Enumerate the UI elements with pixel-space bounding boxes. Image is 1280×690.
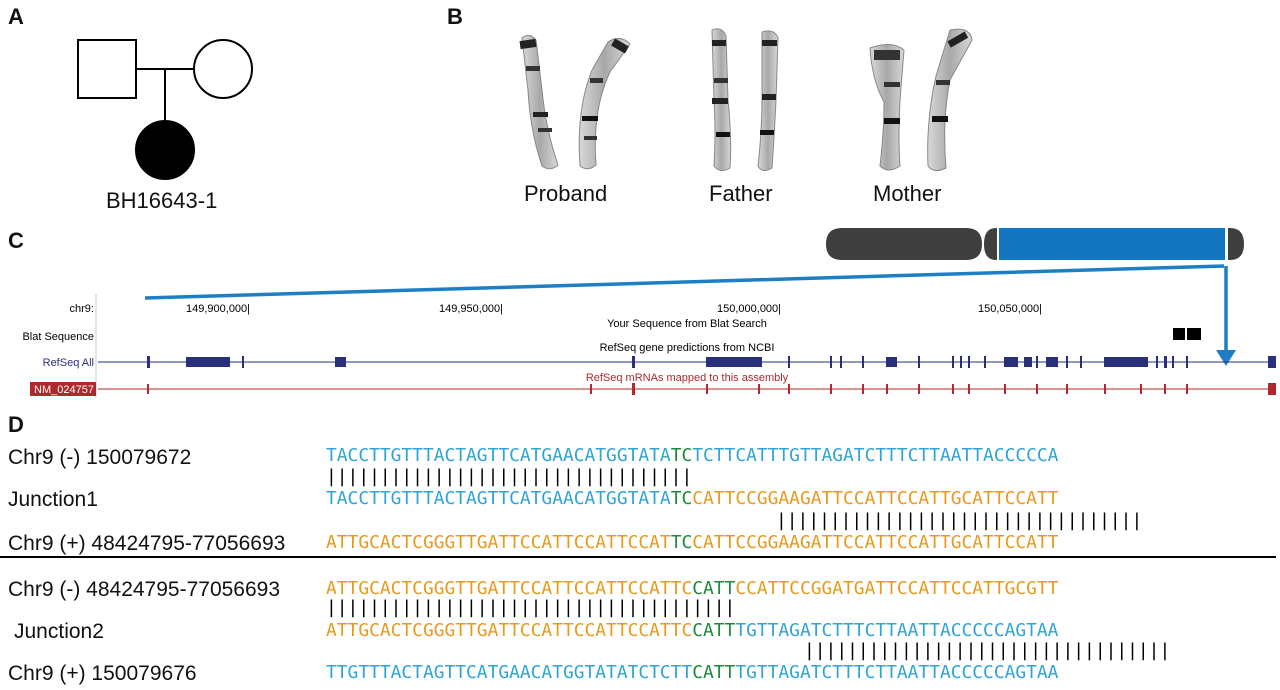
alignment-bars: |||||||||||||||||||||||||||||||||||||| — [326, 597, 736, 618]
refseq-gene-track — [98, 356, 1276, 368]
mrna-track — [98, 383, 1276, 395]
proband-id: BH16643-1 — [106, 188, 218, 213]
position-tick: 150,000,000| — [717, 303, 781, 315]
blat-hit — [1173, 328, 1185, 340]
sequence-segment: TGTTAGATCTTTCTTAATTACCCCCAGTAA — [735, 620, 1059, 641]
mrna-title: RefSeq mRNAs mapped to this assembly — [586, 372, 789, 384]
sequence-row: ATTGCACTCGGGTTGATTCCATTCCATTCCATTCCATTTG… — [326, 620, 1058, 641]
karyotype-label-father: Father — [709, 181, 773, 206]
sequence-segment: CCATTCCGGATGATTCCATTCCATTGCGTT — [735, 578, 1059, 599]
overlap-segment: CATT — [692, 662, 736, 683]
alignment-bars: |||||||||||||||||||||||||||||||||| — [326, 466, 693, 487]
row-label: Junction2 — [14, 620, 104, 643]
overlap-segment: TC — [670, 445, 693, 466]
overlap-segment: TC — [670, 488, 693, 509]
row-label: Chr9 (+) 48424795-77056693 — [8, 532, 286, 555]
genome-browser-panel: chr9: 149,900,000| 149,950,000| 150,000,… — [22, 228, 1276, 398]
position-tick: 149,950,000| — [439, 303, 503, 315]
overlap-segment: TC — [670, 532, 693, 553]
proband-chromosomes — [519, 34, 631, 170]
zoom-line — [144, 264, 1225, 300]
row-label: Chr9 (-) 150079672 — [8, 446, 192, 469]
sequence-segment: TTGTTTACTAGTTCATGAACATGGTATATCTCTT — [326, 662, 693, 683]
sequence-row: TACCTTGTTTACTAGTTCATGAACATGGTATATCCATTCC… — [326, 488, 1058, 509]
sequence-segment: TACCTTGTTTACTAGTTCATGAACATGGTATA — [326, 488, 671, 509]
blat-title: Your Sequence from Blat Search — [607, 318, 767, 330]
sequence-segment: CATTCCGGAAGATTCCATTCCATTGCATTCCATT — [692, 488, 1059, 509]
arrow-head — [1216, 350, 1236, 366]
refseq-title: RefSeq gene predictions from NCBI — [600, 342, 775, 354]
sequence-segment: TACCTTGTTTACTAGTTCATGAACATGGTATA — [326, 445, 671, 466]
overlap-segment: CATT — [692, 578, 736, 599]
sequence-segment: ATTGCACTCGGGTTGATTCCATTCCATTCCATTC — [326, 620, 693, 641]
chrom-label: chr9: — [70, 303, 94, 315]
panel-letter-c: C — [8, 228, 24, 253]
sequence-segment: TCTTCATTTGTTAGATCTTTCTTAATTACCCCCA — [692, 445, 1059, 466]
sequence-segment: CATTCCGGAAGATTCCATTCCATTGCATTCCATT — [692, 532, 1059, 553]
row-label: Chr9 (+) 150079676 — [8, 662, 197, 685]
mother-chromosomes — [869, 28, 973, 172]
sequence-row: ATTGCACTCGGGTTGATTCCATTCCATTCCATTCCATTCC… — [326, 578, 1058, 599]
sequence-segment: ATTGCACTCGGGTTGATTCCATTCCATTCCAT — [326, 532, 671, 553]
refseq-label: RefSeq All — [43, 357, 94, 369]
father-chromosomes — [711, 28, 779, 172]
blat-track-label: Blat Sequence — [22, 331, 94, 343]
chromosome-ideogram — [826, 228, 1244, 260]
sequence-row: TTGTTTACTAGTTCATGAACATGGTATATCTCTTCATTTG… — [326, 662, 1058, 683]
karyotype-image — [519, 28, 973, 172]
row-label: Junction1 — [8, 488, 98, 511]
proband-circle — [135, 120, 195, 180]
alignment-bars: |||||||||||||||||||||||||||||||||| — [776, 510, 1143, 531]
panel-letter-a: A — [8, 4, 24, 29]
position-tick: 150,050,000| — [978, 303, 1042, 315]
mrna-label-box — [30, 382, 96, 396]
overlap-segment: CATT — [692, 620, 736, 641]
position-tick: 149,900,000| — [186, 303, 250, 315]
sequence-row: ATTGCACTCGGGTTGATTCCATTCCATTCCATTCCATTCC… — [326, 532, 1058, 553]
panel-letter-d: D — [8, 412, 24, 437]
mrna-label: NM_024757 — [34, 384, 94, 396]
alignment-bars: |||||||||||||||||||||||||||||||||| — [804, 640, 1171, 661]
blat-hit — [1187, 328, 1201, 340]
sequence-row: TACCTTGTTTACTAGTTCATGAACATGGTATATCTCTTCA… — [326, 445, 1058, 466]
sequence-segment: ATTGCACTCGGGTTGATTCCATTCCATTCCATTC — [326, 578, 693, 599]
panel-letter-b: B — [447, 4, 463, 29]
pedigree-chart — [77, 39, 253, 180]
sequence-segment: TGTTAGATCTTTCTTAATTACCCCCAGTAA — [735, 662, 1059, 683]
karyotype-label-mother: Mother — [873, 181, 942, 206]
section-divider — [0, 556, 1276, 558]
row-label: Chr9 (-) 48424795-77056693 — [8, 578, 281, 601]
karyotype-label-proband: Proband — [524, 181, 608, 206]
